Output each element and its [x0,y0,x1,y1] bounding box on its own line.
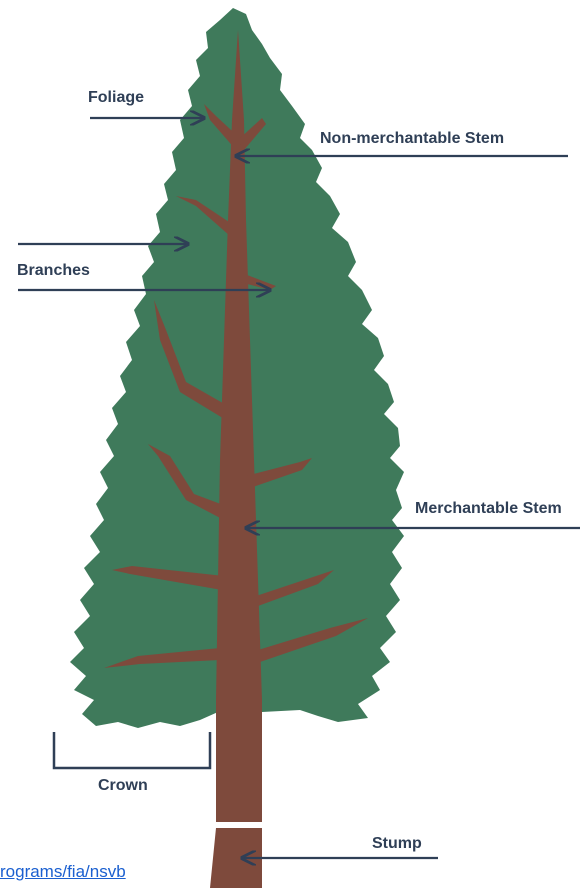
merchantable-stem-label: Merchantable Stem [415,500,562,518]
crown-bracket [54,732,210,768]
stump-label: Stump [372,835,422,853]
source-link[interactable]: rograms/fia/nsvb [0,862,126,882]
foliage-label: Foliage [88,89,144,107]
crown-label: Crown [98,777,148,795]
branches-label: Branches [17,262,90,280]
non-merchantable-stem-label: Non-merchantable Stem [320,130,504,148]
